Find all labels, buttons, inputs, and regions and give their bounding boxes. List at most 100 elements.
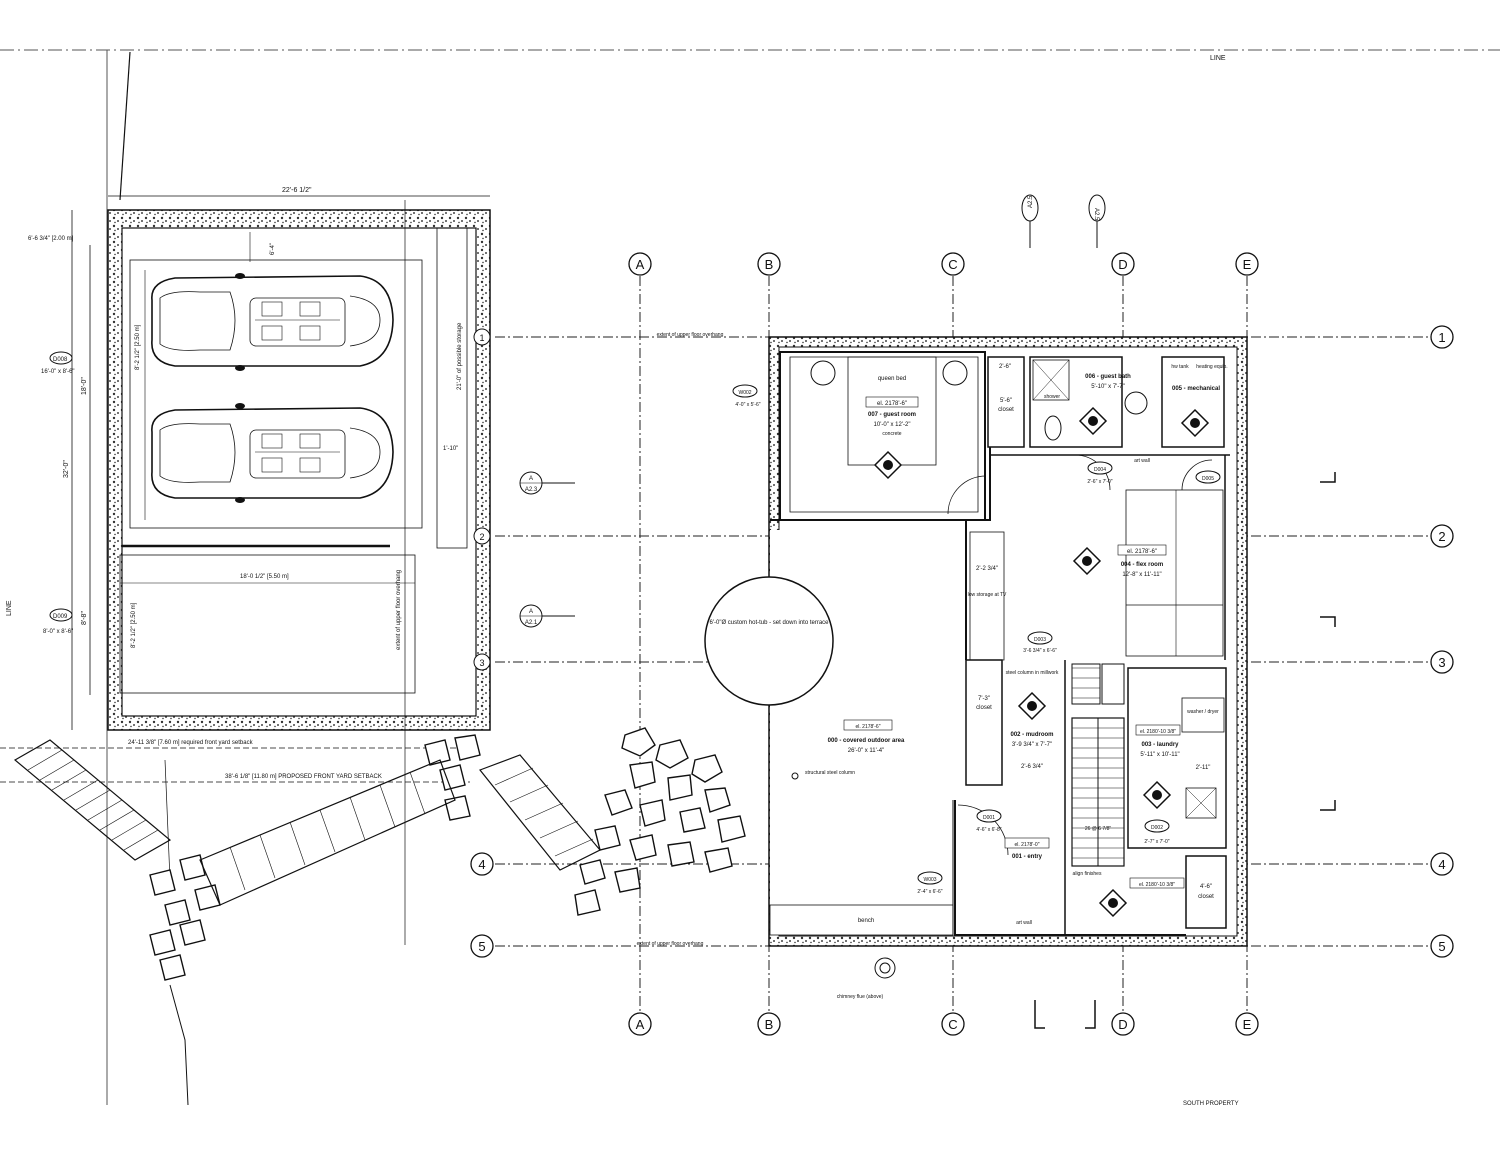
closet-label: closet xyxy=(998,407,1014,413)
section-markers-left: A A2.3 A A2.1 xyxy=(519,471,1336,1029)
door-tag-d008: D008 xyxy=(53,357,68,363)
overhang-bottom: extent of upper floor overhang xyxy=(637,941,704,947)
storage-dim: 2'-2 3/4" xyxy=(976,566,998,572)
align-finishes: align finishes xyxy=(1073,871,1102,877)
mudroom-dim: 2'-6 3/4" xyxy=(1021,764,1043,770)
closet2-dim: 7'-3" xyxy=(978,696,990,702)
guest-room-name: 007 - guest room xyxy=(868,412,916,418)
grid-col-d-bottom: D xyxy=(1118,1017,1127,1032)
entry-el: el. 2178'-0" xyxy=(1015,842,1040,848)
grid-col-c-bottom: C xyxy=(948,1017,957,1032)
setback-proposed: 38'-6 1/8" [11.80 m] PROPOSED FRONT YARD… xyxy=(225,774,382,780)
garage: 22'-6 1/2" 6'-6 3/4" [2.00 m] 32'-0" 18'… xyxy=(0,187,491,945)
overhang-top: extent of upper floor overhang xyxy=(657,332,724,338)
property-curve xyxy=(119,51,131,201)
section-a-sheet: A2.3 xyxy=(525,487,538,493)
section-top-a: A2.5 xyxy=(1028,195,1034,208)
grid-col-a-top: A xyxy=(636,257,645,272)
slab-dim2: 8'-2 1/2" [2.50 m] xyxy=(131,602,137,648)
door-d002-size: 2'-7" x 7'-0" xyxy=(1144,839,1169,845)
grid-col-a-bottom: A xyxy=(636,1017,645,1032)
grid-row-3-right: 3 xyxy=(1438,655,1445,670)
window-w002-size: 4'-0" x 5'-6" xyxy=(735,402,760,408)
mudroom-size: 3'-9 3/4" x 7'-7" xyxy=(1012,742,1052,748)
grid-col-b-top: B xyxy=(765,257,774,272)
grid-row-3-left: 3 xyxy=(479,658,484,668)
section-a-letter: A xyxy=(529,476,533,482)
door-d005: D005 xyxy=(1202,476,1214,482)
covered-el: el. 2178'-6" xyxy=(856,724,881,730)
grid-col-c-top: C xyxy=(948,257,957,272)
window-w003: W003 xyxy=(923,877,936,883)
mudroom-stairs-laundry: 7'-3" closet steel column in millwork 00… xyxy=(954,659,1227,936)
exterior-stairs xyxy=(13,739,601,906)
flex-room-size: 12'-8" x 11'-11" xyxy=(1122,572,1161,578)
covered-outdoor-area: 6'-0"Ø custom hot-tub - set down into te… xyxy=(637,332,966,1000)
overhang-garage: extent of upper floor overhang xyxy=(396,570,402,650)
slab-dim: 18'-0 1/2" [5.50 m] xyxy=(240,574,289,580)
house-foundation xyxy=(768,336,1248,947)
flex-room-el: el. 2178'-6" xyxy=(1127,549,1157,555)
grid-row-2-left: 2 xyxy=(479,532,484,542)
line-label-top: LINE xyxy=(1210,55,1226,62)
art-wall-entry: art wall xyxy=(1016,920,1032,926)
door-d003-size: 3'-6 3/4" x 6'-6" xyxy=(1023,648,1057,654)
grid-row-1-left: 1 xyxy=(479,333,484,343)
grid-row-1-right: 1 xyxy=(1438,330,1445,345)
closet-dim2: 5'-6" xyxy=(1000,398,1012,404)
line-label-left: LINE xyxy=(6,600,13,616)
flex-room: el. 2178'-6" 004 - flex room 12'-8" x 11… xyxy=(965,447,1230,661)
door-d001-size: 4'-6" x 6'-8" xyxy=(976,827,1001,833)
closet3-label: closet xyxy=(1198,894,1214,900)
hw-tank: hw tank xyxy=(1171,364,1189,370)
guest-room-el: el. 2178'-6" xyxy=(877,401,907,407)
laundry-name: 003 - laundry xyxy=(1141,742,1179,748)
bench-label: bench xyxy=(858,918,874,924)
art-wall-top: art wall xyxy=(1134,458,1150,464)
garage-depth-top: 18'-0" xyxy=(81,377,88,395)
door-tags: D004 2'-6" x 7'-0" D005 xyxy=(1087,461,1221,485)
grid-row-5-left: 5 xyxy=(478,939,485,954)
path-line xyxy=(169,984,189,1106)
car-bottom xyxy=(151,403,394,503)
door-tag-d009: D009 xyxy=(53,614,68,620)
queen-bed-label: queen bed xyxy=(878,376,906,382)
section-markers-top: A2.5 A2.5 xyxy=(1021,194,1106,248)
risers-label: 26 @ 6 7/8" xyxy=(1085,826,1112,832)
closet-dim: 2'-6" xyxy=(999,364,1011,370)
entry-name: 001 - entry xyxy=(1012,854,1043,860)
laundry-size: 5'-11" x 10'-11" xyxy=(1140,752,1179,758)
door-d009-size: 8'-0" x 8'-6" xyxy=(43,629,73,635)
section-b-letter: A xyxy=(529,609,533,615)
door-d008-size: 16'-0" x 8'-6" xyxy=(41,369,75,375)
door-d004-size: 2'-6" x 7'-0" xyxy=(1087,479,1112,485)
setback-required: 24'-11 3/8" [7.60 m] required front yard… xyxy=(128,740,254,746)
guest-bath-name: 006 - guest bath xyxy=(1085,374,1131,380)
grid-col-d-top: D xyxy=(1118,257,1127,272)
storage-width: 1'-10" xyxy=(443,446,458,452)
grid-col-e-bottom: E xyxy=(1243,1017,1252,1032)
mudroom-name: 002 - mudroom xyxy=(1010,732,1053,738)
guest-bath-area: 2'-6" 5'-6" closet shower 006 - guest ba… xyxy=(987,356,1228,491)
guest-room: queen bed el. 2178'-6" 007 - guest room … xyxy=(779,351,987,521)
grid-col-e-top: E xyxy=(1243,257,1252,272)
grid-row-4-left: 4 xyxy=(478,857,485,872)
grid-row-4-right: 4 xyxy=(1438,857,1445,872)
guest-room-concrete: concrete xyxy=(882,431,901,437)
stall-gap-dim: 6'-4" xyxy=(270,243,276,255)
door-d003: D003 xyxy=(1034,637,1046,643)
laundry-dim: 2'-11" xyxy=(1196,765,1211,771)
steel-col-label: steel column in millwork xyxy=(1006,670,1059,676)
shower-label: shower xyxy=(1044,394,1060,400)
el-a: el. 2180'-10 3/8" xyxy=(1139,882,1175,888)
window-w003-size: 2'-4" x 6'-6" xyxy=(917,889,942,895)
door-d004: D004 xyxy=(1094,467,1106,473)
section-top-b: A2.5 xyxy=(1093,208,1099,221)
garage-width-dim: 22'-6 1/2" xyxy=(282,187,312,194)
covered-name: 000 - covered outdoor area xyxy=(828,738,905,744)
door-d001: D001 xyxy=(983,815,995,821)
grid-row-2-right: 2 xyxy=(1438,529,1445,544)
grid-row-5-right: 5 xyxy=(1438,939,1445,954)
mechanical-name: 005 - mechanical xyxy=(1172,386,1220,392)
door-d002: D002 xyxy=(1151,825,1163,831)
